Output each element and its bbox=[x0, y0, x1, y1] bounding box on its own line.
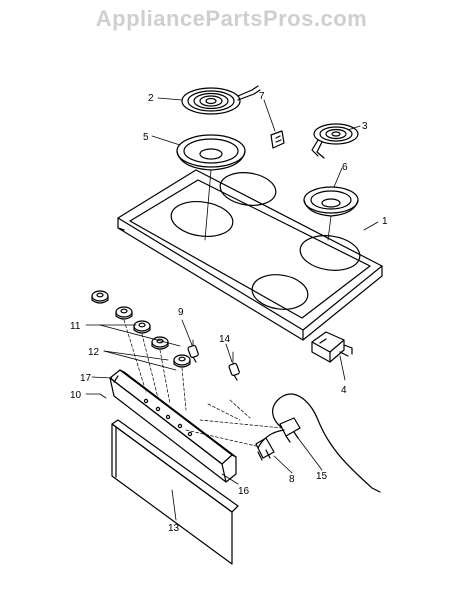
wiring-harness bbox=[257, 393, 381, 493]
callout-11: 11 bbox=[70, 321, 81, 332]
infinite-switch-9 bbox=[187, 339, 199, 363]
callout-1: 1 bbox=[382, 216, 388, 227]
assembly-lines bbox=[185, 399, 283, 447]
drip-bowl-small bbox=[303, 186, 359, 241]
callout-16: 16 bbox=[238, 486, 250, 497]
control-knobs bbox=[91, 290, 191, 368]
callout-12: 12 bbox=[88, 347, 100, 358]
callout-9: 9 bbox=[178, 307, 184, 318]
callout-7: 7 bbox=[259, 91, 265, 102]
callout-4: 4 bbox=[341, 385, 347, 396]
callout-15: 15 bbox=[316, 471, 328, 482]
surface-element-small bbox=[311, 123, 359, 159]
callout-3: 3 bbox=[362, 121, 368, 132]
callout-2: 2 bbox=[148, 93, 154, 104]
infinite-switch-14 bbox=[228, 351, 240, 381]
connector-15 bbox=[279, 417, 301, 443]
callout-17: 17 bbox=[80, 373, 92, 384]
surface-element-large bbox=[181, 85, 261, 115]
drip-bowl-large bbox=[176, 134, 246, 241]
callout-10: 10 bbox=[70, 390, 82, 401]
receptacle-block bbox=[311, 331, 353, 363]
leader-lines bbox=[85, 97, 379, 521]
watermark: AppliancePartsPros.com bbox=[95, 6, 368, 31]
panel-trim bbox=[111, 419, 239, 565]
cooktop-frame bbox=[117, 169, 383, 341]
callout-14: 14 bbox=[219, 334, 231, 345]
callout-13: 13 bbox=[168, 523, 180, 534]
callout-5: 5 bbox=[143, 132, 149, 143]
callout-8: 8 bbox=[289, 474, 295, 485]
callout-6: 6 bbox=[342, 162, 348, 173]
terminal-block-clip bbox=[270, 130, 285, 149]
connector-8 bbox=[255, 437, 275, 461]
control-panel bbox=[109, 369, 237, 483]
burner-openings bbox=[170, 172, 361, 310]
